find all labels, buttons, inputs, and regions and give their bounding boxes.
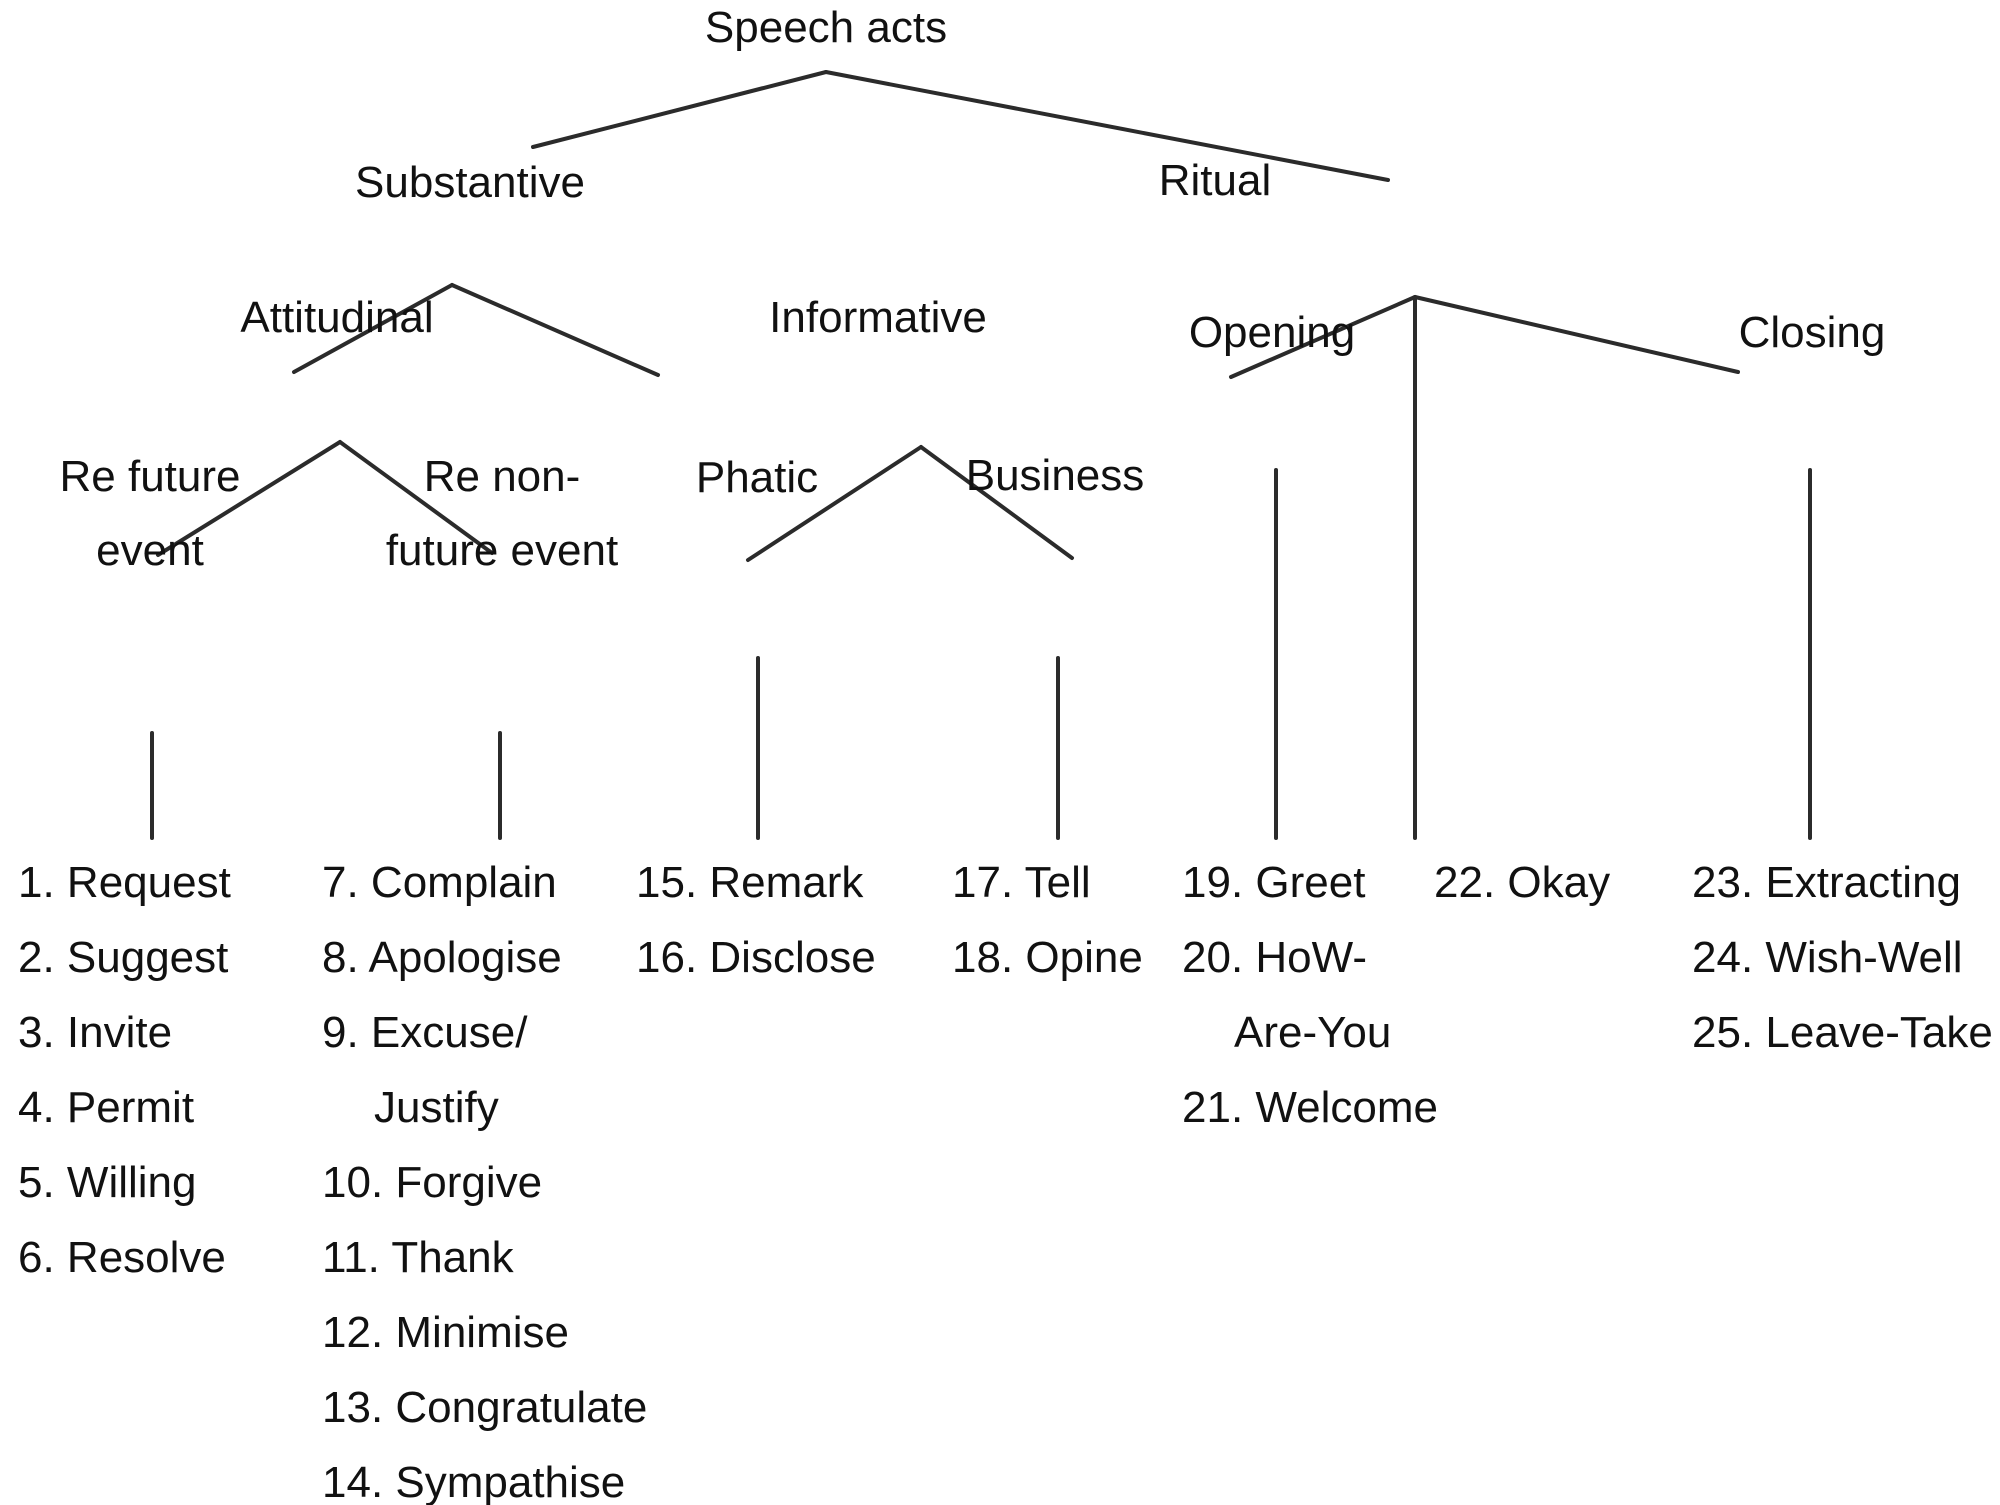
node-re-future-event[interactable]: Re future event bbox=[0, 440, 310, 588]
list-item[interactable]: 10. Forgive bbox=[322, 1158, 543, 1207]
node-attitudinal-label: Attitudinal bbox=[240, 293, 434, 342]
list-item[interactable]: 24. Wish-Well bbox=[1692, 933, 1963, 982]
node-informative[interactable]: Informative bbox=[769, 282, 987, 354]
list-item[interactable]: 5. Willing bbox=[18, 1158, 197, 1207]
leaf-list-closing: 23. Extracting 24. Wish-Well 25. Leave-T… bbox=[1692, 845, 1993, 1070]
list-item[interactable]: 9. Excuse/ bbox=[322, 1008, 528, 1057]
node-substantive-label: Substantive bbox=[355, 158, 585, 207]
node-re-future-event-label-line2: event bbox=[96, 526, 204, 575]
list-item[interactable]: 17. Tell bbox=[952, 858, 1091, 907]
list-item[interactable]: 1. Request bbox=[18, 858, 231, 907]
list-item[interactable]: 7. Complain bbox=[322, 858, 557, 907]
node-speech-acts[interactable]: Speech acts bbox=[705, 0, 947, 64]
list-item[interactable]: 15. Remark bbox=[636, 858, 864, 907]
list-item[interactable]: 16. Disclose bbox=[636, 933, 876, 982]
list-item[interactable]: 2. Suggest bbox=[18, 933, 229, 982]
node-closing-label: Closing bbox=[1738, 308, 1886, 357]
list-item[interactable]: 11. Thank bbox=[322, 1233, 514, 1282]
leaf-list-re-future-event: 1. Request 2. Suggest 3. Invite 4. Permi… bbox=[18, 845, 231, 1295]
edge-root-to-substantive bbox=[531, 70, 828, 149]
list-item-continuation[interactable]: Justify bbox=[374, 1083, 499, 1132]
list-item-continuation[interactable]: Are-You bbox=[1234, 1008, 1392, 1057]
edge-root-to-ritual bbox=[824, 70, 1390, 182]
edge-substantive-to-informative bbox=[450, 283, 660, 377]
list-item[interactable]: 18. Opine bbox=[952, 933, 1143, 982]
node-business-label: Business bbox=[965, 451, 1145, 500]
list-item[interactable]: 12. Minimise bbox=[322, 1308, 569, 1357]
node-re-non-future-event-label-line2: future event bbox=[385, 526, 619, 575]
leaf-list-phatic: 15. Remark 16. Disclose bbox=[636, 845, 876, 995]
node-closing[interactable]: Closing bbox=[1739, 297, 1886, 369]
leaf-list-okay: 22. Okay bbox=[1434, 845, 1610, 920]
node-speech-acts-label: Speech acts bbox=[704, 3, 948, 52]
edge-ritual-to-closing bbox=[1413, 295, 1740, 374]
node-phatic[interactable]: Phatic bbox=[696, 442, 818, 514]
list-item[interactable]: 8. Apologise bbox=[322, 933, 562, 982]
node-ritual-label: Ritual bbox=[1158, 156, 1272, 205]
list-item[interactable]: 21. Welcome bbox=[1182, 1083, 1438, 1132]
node-opening-label: Opening bbox=[1188, 308, 1356, 357]
node-substantive[interactable]: Substantive bbox=[355, 147, 585, 219]
list-item[interactable]: 3. Invite bbox=[18, 1008, 173, 1057]
leaf-list-opening: 19. Greet 20. HoW- Are-You 21. Welcome bbox=[1182, 845, 1438, 1145]
node-ritual[interactable]: Ritual bbox=[1159, 145, 1272, 217]
node-informative-label: Informative bbox=[769, 293, 987, 342]
node-phatic-label: Phatic bbox=[695, 453, 819, 502]
node-business[interactable]: Business bbox=[966, 440, 1145, 512]
list-item[interactable]: 25. Leave-Take bbox=[1692, 1008, 1993, 1057]
node-re-non-future-event-label-line1: Re non- bbox=[423, 452, 581, 501]
node-attitudinal[interactable]: Attitudinal bbox=[240, 282, 433, 354]
leaf-list-business: 17. Tell 18. Opine bbox=[952, 845, 1143, 995]
leaf-list-re-non-future-event: 7. Complain 8. Apologise 9. Excuse/ Just… bbox=[322, 845, 647, 1505]
node-re-non-future-event[interactable]: Re non- future event bbox=[332, 440, 672, 588]
list-item[interactable]: 19. Greet bbox=[1182, 858, 1366, 907]
node-re-future-event-label-line1: Re future bbox=[59, 452, 241, 501]
node-opening[interactable]: Opening bbox=[1189, 297, 1355, 369]
list-item[interactable]: 20. HoW- bbox=[1182, 933, 1368, 982]
list-item[interactable]: 14. Sympathise bbox=[322, 1458, 626, 1505]
list-item[interactable]: 22. Okay bbox=[1434, 858, 1611, 907]
list-item[interactable]: 23. Extracting bbox=[1692, 858, 1962, 907]
list-item[interactable]: 6. Resolve bbox=[18, 1233, 226, 1282]
list-item[interactable]: 13. Congratulate bbox=[322, 1383, 648, 1432]
list-item[interactable]: 4. Permit bbox=[18, 1083, 195, 1132]
